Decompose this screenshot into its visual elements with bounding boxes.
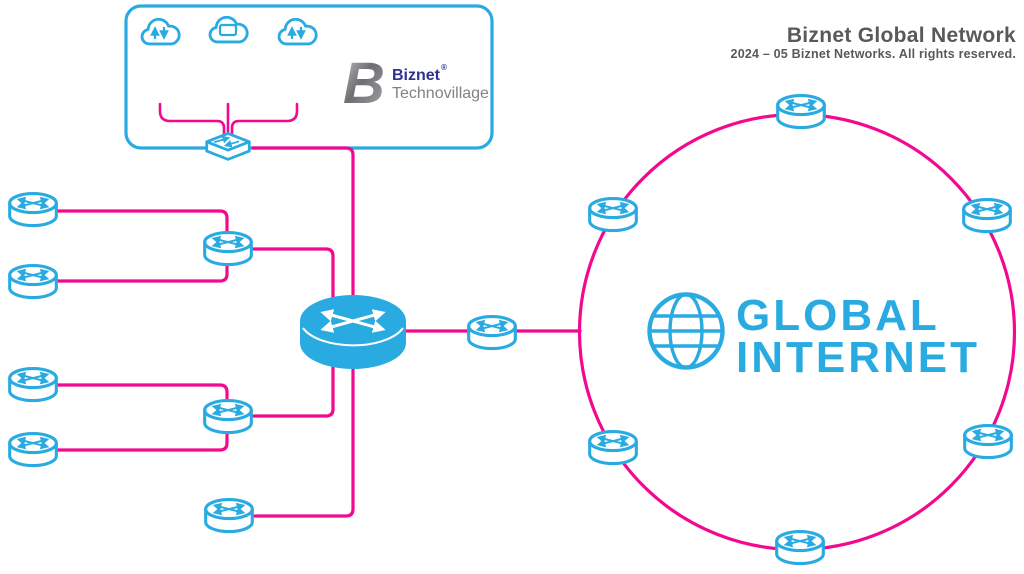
- biznet-brand-text: Biznet: [392, 67, 441, 84]
- biznet-reg-mark: ®: [441, 63, 447, 72]
- biznet-technovillage-logo: B Biznet ® Technovillage: [343, 51, 489, 116]
- internet-router-upper-left: [590, 199, 637, 231]
- global-internet-label-line2: INTERNET: [736, 333, 980, 382]
- internet-router-upper-right: [964, 200, 1011, 232]
- border-router: [469, 317, 516, 349]
- edge-router-4: [10, 434, 57, 466]
- internet-router-bottom: [777, 532, 824, 564]
- internet-router-lower-right: [965, 426, 1012, 458]
- edge-router-1: [10, 194, 57, 226]
- biznet-logo-mark: B: [343, 51, 385, 116]
- cloud-server-glyph: [218, 23, 238, 37]
- edge-router-2: [10, 266, 57, 298]
- technovillage-text: Technovillage: [392, 85, 489, 102]
- copyright-text: 2024 – 05 Biznet Networks. All rights re…: [731, 47, 1016, 61]
- aggregation-router-lower: [205, 401, 252, 433]
- page-title: Biznet Global Network: [787, 24, 1016, 47]
- aggregation-router-upper: [205, 233, 252, 265]
- globe-icon: [647, 292, 725, 370]
- edge-router-3: [10, 369, 57, 401]
- connector-lines: [56, 146, 582, 518]
- core-router-icon: [300, 295, 406, 369]
- access-router-bottom: [206, 500, 253, 532]
- global-internet-label-line1: GLOBAL: [736, 291, 940, 340]
- internet-router-top: [778, 96, 825, 128]
- internet-router-lower-left: [590, 432, 637, 464]
- cloud-transfer-glyph-2: [287, 26, 306, 40]
- cloud-transfer-glyph-1: [150, 26, 169, 40]
- cloud-to-switch-links: [158, 102, 299, 139]
